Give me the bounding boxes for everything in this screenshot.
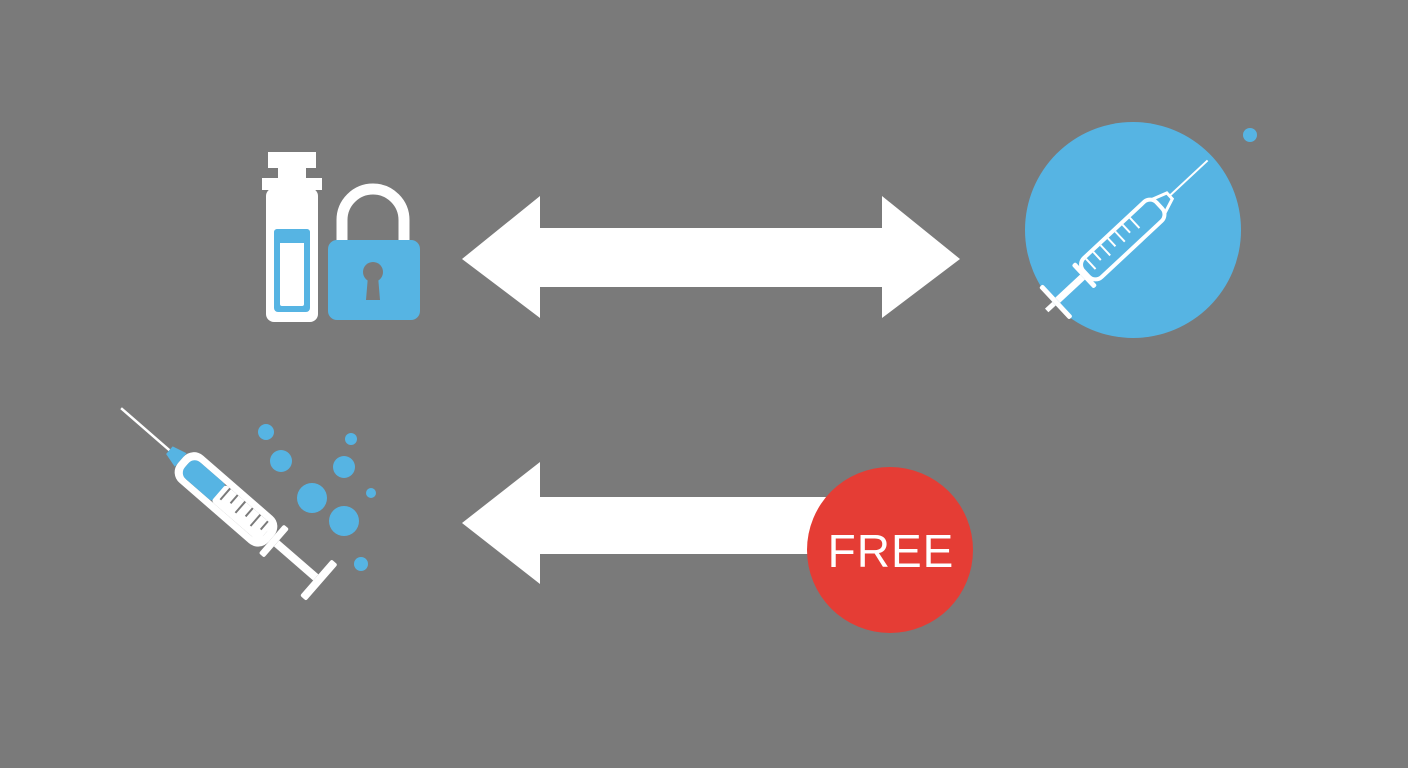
padlock-icon <box>328 183 420 320</box>
free-badge-label: FREE <box>828 525 955 577</box>
syringe-in-circle-icon <box>1025 122 1257 338</box>
syringe-with-drops-icon <box>120 407 376 600</box>
double-headed-arrow <box>462 196 960 318</box>
free-badge: FREE <box>807 467 973 633</box>
test-tube-icon <box>262 152 322 322</box>
left-arrow <box>462 462 860 584</box>
